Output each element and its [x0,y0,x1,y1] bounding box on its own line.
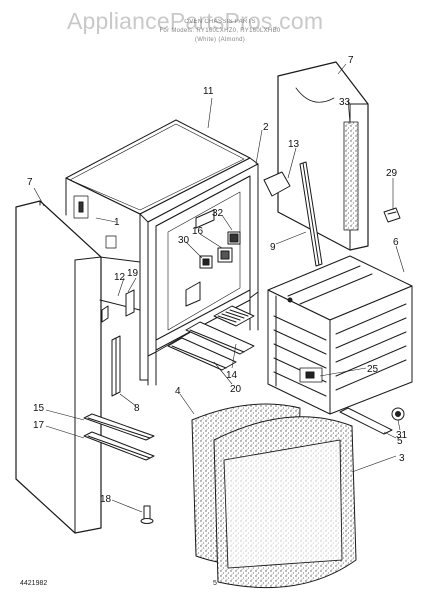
callout-15: 15 [33,403,45,414]
watermark: AppliancePartsPros.com [67,8,324,34]
callout-9: 9 [270,242,276,253]
insulation-strip [343,121,359,231]
diagram-code: 4421982 [20,580,48,587]
leveling-leg-18 [140,505,154,524]
callout-32: 32 [212,208,224,219]
callout-29: 29 [386,168,398,179]
leader-lines [33,63,405,513]
callout-7-left: 7 [27,177,33,188]
header-models: For Models: RY160LXHZ0, RY160LXHB0 [159,28,281,34]
callout-6: 6 [393,237,399,248]
left-side-panel [15,200,102,534]
callout-16: 16 [192,226,204,237]
callout-33: 33 [339,97,351,108]
door-latch-rod [263,161,323,267]
callout-12: 12 [114,272,126,283]
callout-14: 14 [226,370,238,381]
floor-bracket-assembly [167,305,255,371]
callout-31: 31 [396,430,408,441]
diagram-header: OVEN CHASSIS PARTS For Models: RY160LXHZ… [130,18,310,45]
control-components [185,209,241,307]
callout-2: 2 [263,122,269,133]
callout-1: 1 [114,217,120,228]
callout-7-right: 7 [348,55,354,66]
oven-cavity [267,255,413,415]
callout-11: 11 [203,86,214,97]
callout-3: 3 [399,453,405,464]
callout-17: 17 [33,420,45,431]
callout-20: 20 [230,384,242,395]
insulation-wrap-3 [213,416,357,589]
header-title: OVEN CHASSIS PARTS [184,19,256,25]
callout-25: 25 [367,364,379,375]
callout-30: 30 [178,235,190,246]
page-number: 5 [213,580,217,587]
header-colors: (White) (Almond) [194,37,246,43]
callout-13: 13 [288,139,300,150]
callout-19: 19 [127,268,139,279]
left-rail-15 [83,413,155,441]
knob-31 [391,407,405,421]
callout-5: 5 [397,436,403,447]
callout-8: 8 [134,403,140,414]
left-brackets [101,289,135,397]
callout-4: 4 [175,386,181,397]
small-fastener-29 [383,207,401,223]
left-rail-17 [83,431,155,461]
callout-numbers: 7 1 11 2 7 13 33 29 6 9 32 16 30 12 19 8… [27,55,408,505]
callout-18: 18 [100,494,112,505]
bottom-trim-strip [339,407,393,435]
